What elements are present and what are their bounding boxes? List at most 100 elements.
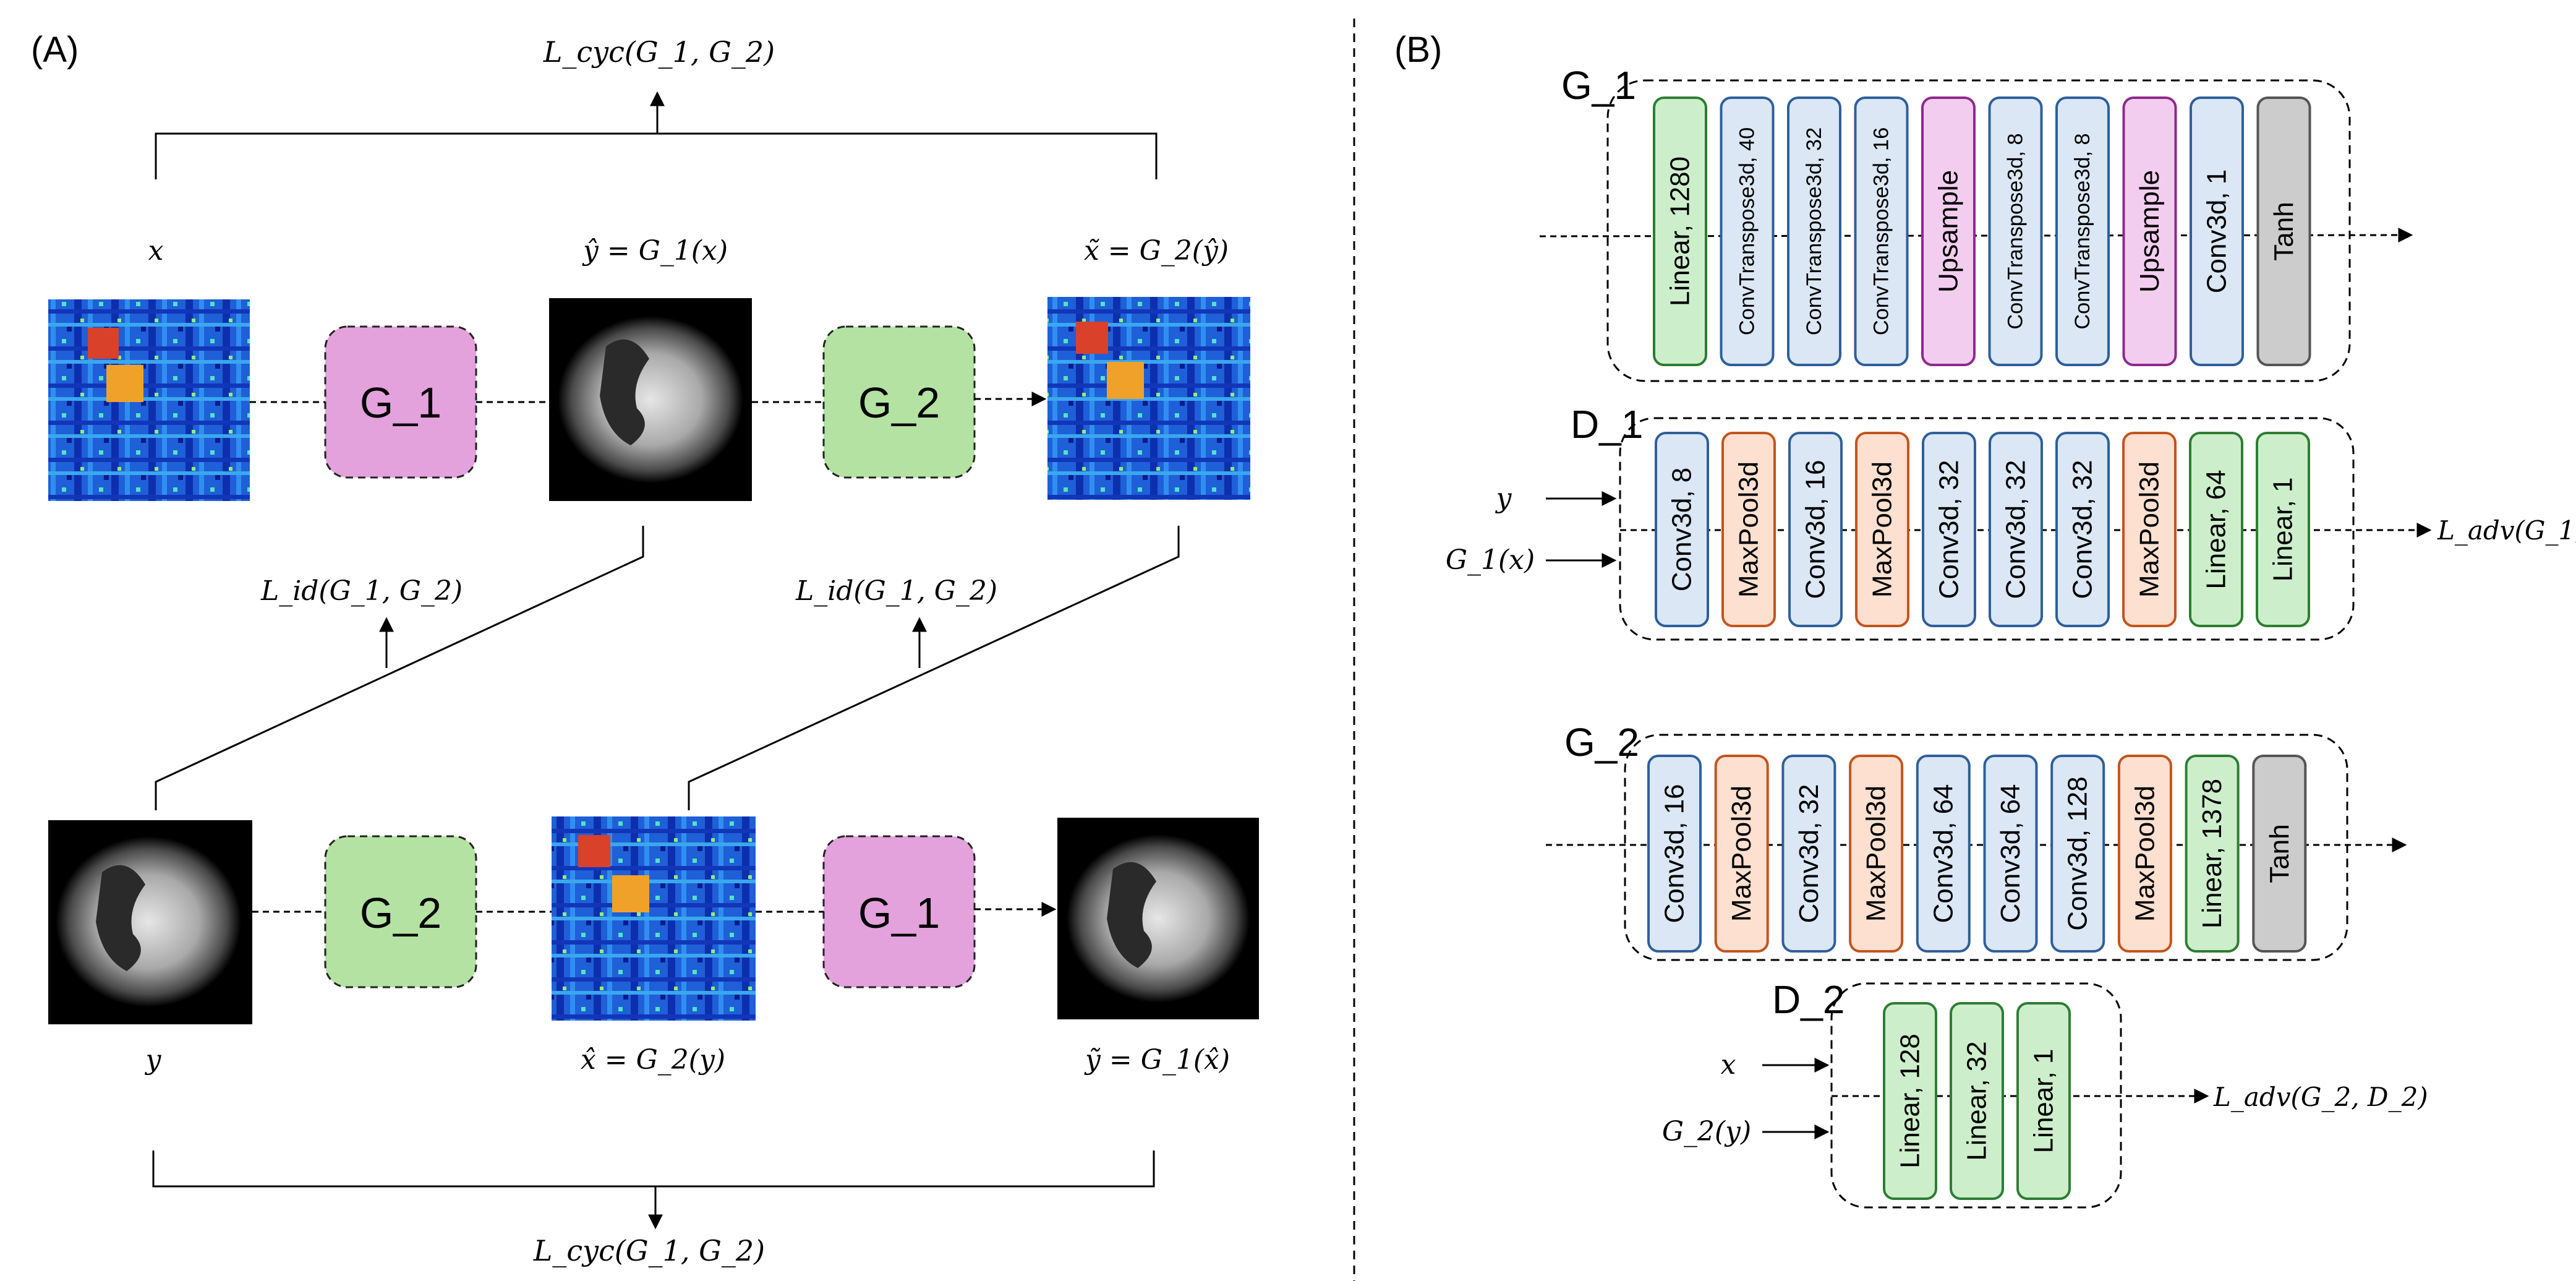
g1-layer-box xyxy=(1653,96,1707,366)
panel-b-label: (B) xyxy=(1394,30,1442,70)
d1-layer-box xyxy=(1855,432,1909,627)
generator-g1-top-label: G_1 xyxy=(360,379,441,427)
brain-shape xyxy=(56,836,241,1007)
d1-adv-loss: L_adv(G_1, D_1) xyxy=(2437,515,2576,546)
g2-layer-label: MaxPool3d xyxy=(1726,786,1757,922)
d1-layer-box xyxy=(2055,432,2110,627)
bottom-cycle-loss: L_cyc(G_1, G_2) xyxy=(533,1234,765,1267)
g2-layer-label: MaxPool3d xyxy=(1861,786,1891,922)
d1-layer-box xyxy=(1788,432,1843,627)
d1-layer-label: Linear, 1 xyxy=(2268,478,2298,582)
g2-layer-label: Conv3d, 128 xyxy=(2063,776,2093,931)
identity-loss-lines xyxy=(155,526,1180,810)
d1-layer-label: MaxPool3d xyxy=(1734,461,1764,598)
g1-layer-label: ConvTranspose3d, 32 xyxy=(1802,127,1826,335)
g1-layer-box xyxy=(1787,96,1841,366)
g1-layer-label: Upsample xyxy=(1934,170,1964,293)
d2-block-title: D_2 xyxy=(1772,977,1845,1022)
g1-block-title: G_1 xyxy=(1561,63,1636,108)
d1-layer-label: Conv3d, 32 xyxy=(1934,460,1964,599)
bottom-row-connectors xyxy=(252,902,1057,917)
label-ytilde: ỹ = G_1(x̂) xyxy=(1084,1044,1230,1076)
label-yhat: ŷ = G_1(x) xyxy=(582,235,728,267)
g1-layer-box xyxy=(1854,96,1909,366)
g2-block xyxy=(1624,734,2348,961)
g2-layer-label: Conv3d, 16 xyxy=(1660,784,1690,923)
label-y-bottom: y xyxy=(145,1044,162,1076)
g2-layer-label: Tanh xyxy=(2264,824,2295,883)
g2-layer-box xyxy=(1983,755,2038,953)
g1-layer-label: ConvTranspose3d, 16 xyxy=(1870,127,1893,335)
d2-layer-box xyxy=(1950,1002,2004,1200)
g2-layer-label: MaxPool3d xyxy=(2130,786,2160,922)
g1-layer-box xyxy=(1921,96,1976,366)
d2-layer-label: Linear, 32 xyxy=(1962,1041,1992,1160)
g2-layer-box xyxy=(2117,755,2172,953)
g1-layer-box xyxy=(2122,96,2177,366)
d2-adv-loss: L_adv(G_2, D_2) xyxy=(2213,1082,2428,1112)
d1-input-g1x: G_1(x) xyxy=(1446,544,1535,576)
matrix-hotspot xyxy=(106,365,143,402)
g1-layer-box xyxy=(2055,96,2110,366)
g2-layer-box xyxy=(2185,755,2240,953)
g1-layer-label: ConvTranspose3d, 8 xyxy=(2071,133,2094,329)
g1-layer-label: Upsample xyxy=(2135,170,2165,293)
d2-layer-label: Linear, 128 xyxy=(1895,1034,1926,1168)
brain-ventricle xyxy=(96,865,145,971)
d1-block-title: D_1 xyxy=(1571,402,1643,447)
g2-layer-box xyxy=(1849,755,1904,953)
g1-layer-box xyxy=(1988,96,2043,366)
d1-layer-box xyxy=(1989,432,2043,627)
d2-layer-box xyxy=(2016,1002,2071,1200)
d1-layer-label: Linear, 64 xyxy=(2201,469,2232,589)
d1-layer-label: MaxPool3d xyxy=(2135,461,2165,598)
g2-layer-box xyxy=(1916,755,1971,953)
d2-input-x: x xyxy=(1721,1049,1736,1081)
g1-layer-label: ConvTranspose3d, 8 xyxy=(2004,133,2028,329)
g1-layer-label: Conv3d, 1 xyxy=(2202,169,2232,294)
matrix-hotspot xyxy=(1107,362,1144,399)
d2-layer-box xyxy=(1883,1002,1937,1200)
matrix-hotspot xyxy=(1076,322,1108,354)
generator-g2-bottom xyxy=(324,835,477,988)
g2-layer-label: Linear, 1378 xyxy=(2197,779,2227,928)
d1-layer-label: Conv3d, 8 xyxy=(1667,468,1697,592)
d1-block xyxy=(1619,417,2355,641)
panel-a-label: (A) xyxy=(31,30,79,70)
g2-layer-label: Conv3d, 32 xyxy=(1794,784,1824,923)
g1-block xyxy=(1606,79,2351,382)
generator-g2-top-label: G_2 xyxy=(858,379,940,427)
d1-layer-box xyxy=(2256,432,2310,627)
g1-layer-box xyxy=(2190,96,2244,366)
g2-layers: Conv3d, 16 MaxPool3d Conv3d, 32 MaxPool3d Co… xyxy=(1647,755,2307,953)
g1-layer-box xyxy=(1720,96,1775,366)
d2-layers: Linear, 128 Linear, 32 Linear, 1 xyxy=(1883,1002,2071,1200)
d1-layer-box xyxy=(2122,432,2177,627)
d1-layer-label: Conv3d, 32 xyxy=(2001,460,2031,599)
brain-shape xyxy=(558,316,743,483)
d1-layer-box xyxy=(1655,432,1709,627)
top-cycle-loss: L_cyc(G_1, G_2) xyxy=(543,35,775,69)
top-cycle-bracket xyxy=(155,91,1158,179)
d2-input-g2y: G_2(y) xyxy=(1662,1116,1751,1147)
g2-layer-label: Conv3d, 64 xyxy=(1928,784,1958,923)
matrix-hotspot xyxy=(88,328,119,359)
label-xtilde: x̃ = G_2(ŷ) xyxy=(1084,235,1229,267)
g2-layer-box xyxy=(1647,755,1702,953)
g1-layer-label: Tanh xyxy=(2269,202,2299,260)
generator-g2-top xyxy=(822,325,976,479)
d1-input-y: y xyxy=(1495,482,1512,514)
id-loss-right: L_id(G_1, G_2) xyxy=(795,575,997,607)
g1-layer-box xyxy=(2256,96,2311,366)
matrix-hotspot xyxy=(578,835,610,867)
brain-ventricle xyxy=(600,339,649,445)
brain-shape xyxy=(1067,834,1250,1003)
g1-layer-label: ConvTranspose3d, 40 xyxy=(1736,127,1759,335)
generator-g2-bottom-label: G_2 xyxy=(360,889,441,937)
brain-ventricle xyxy=(1107,862,1156,968)
d2-layer-label: Linear, 1 xyxy=(2029,1049,2059,1154)
g2-layer-label: Conv3d, 64 xyxy=(1995,784,2026,923)
